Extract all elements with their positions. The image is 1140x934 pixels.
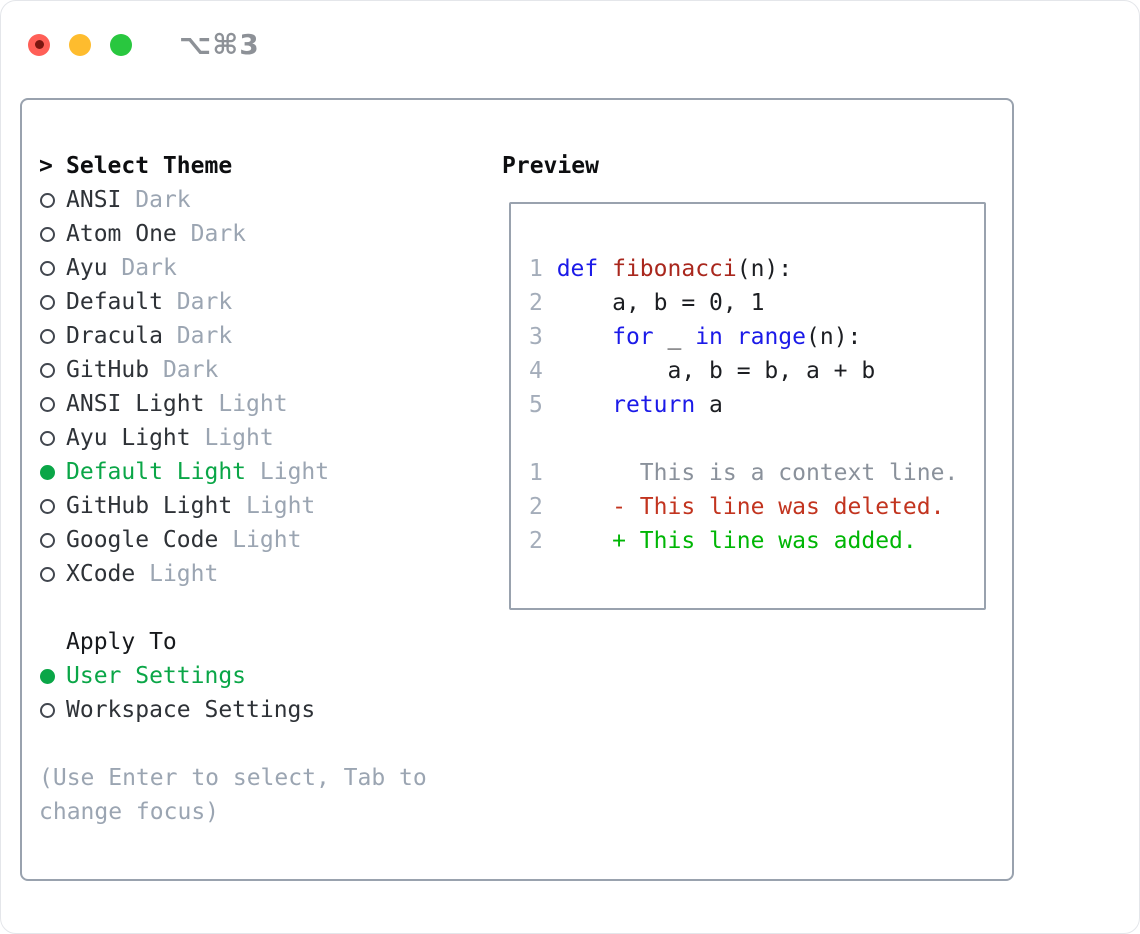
preview-line: 1 This is a context line. [529, 460, 959, 486]
radio-unselected-icon [39, 362, 66, 378]
theme-option[interactable]: ANSI Light Light [39, 387, 427, 421]
theme-option-label: ANSI Light Light [66, 391, 288, 417]
hint-text-line-2: change focus) [39, 799, 220, 825]
prompt-marker: > [39, 149, 66, 183]
theme-option[interactable]: Google Code Light [39, 523, 427, 557]
theme-option-label: XCode Light [66, 561, 219, 587]
preview-line: 4 a, b = b, a + b [529, 358, 876, 384]
theme-option[interactable]: ANSI Dark [39, 183, 427, 217]
radio-unselected-icon [39, 192, 66, 208]
close-button[interactable] [28, 33, 50, 56]
preview-line: 1 def fibonacci(n): [529, 256, 793, 282]
zoom-button[interactable] [110, 33, 132, 56]
theme-option[interactable]: GitHub Dark [39, 353, 427, 387]
theme-option-label: GitHub Dark [66, 357, 219, 383]
theme-option-label: GitHub Light Light [66, 493, 316, 519]
theme-option[interactable]: Ayu Light Light [39, 421, 427, 455]
theme-option[interactable]: GitHub Light Light [39, 489, 427, 523]
radio-unselected-icon [39, 260, 66, 276]
radio-selected-icon [39, 668, 66, 684]
minimize-button[interactable] [69, 33, 91, 56]
preview-line: 3 for _ in range(n): [529, 324, 862, 350]
close-indicator-icon [34, 40, 44, 49]
radio-unselected-icon [39, 294, 66, 310]
preview-box: 1 def fibonacci(n): 2 a, b = 0, 1 3 for _ … [509, 202, 986, 610]
radio-unselected-icon [39, 566, 66, 582]
radio-unselected-icon [39, 328, 66, 344]
select-theme-header: > Select Theme [39, 149, 427, 183]
apply-to-label: Apply To [66, 629, 177, 655]
radio-unselected-icon [39, 702, 66, 718]
theme-option[interactable]: Atom One Dark [39, 217, 427, 251]
radio-unselected-icon [39, 226, 66, 242]
preview-line: 5 return a [529, 392, 723, 418]
theme-option-label: Default Light Light [66, 459, 330, 485]
radio-unselected-icon [39, 532, 66, 548]
spacer [39, 591, 427, 625]
theme-option[interactable]: Default Dark [39, 285, 427, 319]
select-theme-label: Select Theme [66, 153, 233, 179]
apply-to-option[interactable]: User Settings [39, 659, 427, 693]
code-preview: 1 def fibonacci(n): 2 a, b = 0, 1 3 for _ … [511, 204, 984, 558]
prompt-icon: > [39, 153, 53, 179]
apply-to-option-label: User Settings [66, 663, 247, 689]
theme-option-label: Ayu Dark [66, 255, 177, 281]
theme-option[interactable]: XCode Light [39, 557, 427, 591]
radio-unselected-icon [39, 396, 66, 412]
theme-option-label: Google Code Light [66, 527, 302, 553]
radio-unselected-icon [39, 430, 66, 446]
apply-to-option[interactable]: Workspace Settings [39, 693, 427, 727]
titlebar: ⌥⌘3 [28, 28, 260, 61]
theme-option-label: Ayu Light Light [66, 425, 274, 451]
preview-line: 2 - This line was deleted. [529, 494, 945, 520]
radio-unselected-icon [39, 498, 66, 514]
theme-option-label: ANSI Dark [66, 187, 191, 213]
apply-to-header: Apply To [39, 625, 427, 659]
theme-option-label: Default Dark [66, 289, 233, 315]
theme-option[interactable]: Dracula Dark [39, 319, 427, 353]
theme-option-label: Atom One Dark [66, 221, 247, 247]
theme-option-label: Dracula Dark [66, 323, 233, 349]
preview-line [529, 422, 984, 456]
theme-option[interactable]: Default Light Light [39, 455, 427, 489]
apply-to-option-label: Workspace Settings [66, 697, 316, 723]
hint-text-line-1: (Use Enter to select, Tab to [39, 765, 427, 791]
spacer [39, 727, 427, 761]
preview-line: 2 a, b = 0, 1 [529, 290, 765, 316]
preview-line: 2 + This line was added. [529, 528, 917, 554]
radio-selected-icon [39, 464, 66, 480]
theme-option[interactable]: Ayu Dark [39, 251, 427, 285]
window-title: ⌥⌘3 [179, 28, 260, 61]
preview-title: Preview [502, 153, 599, 179]
